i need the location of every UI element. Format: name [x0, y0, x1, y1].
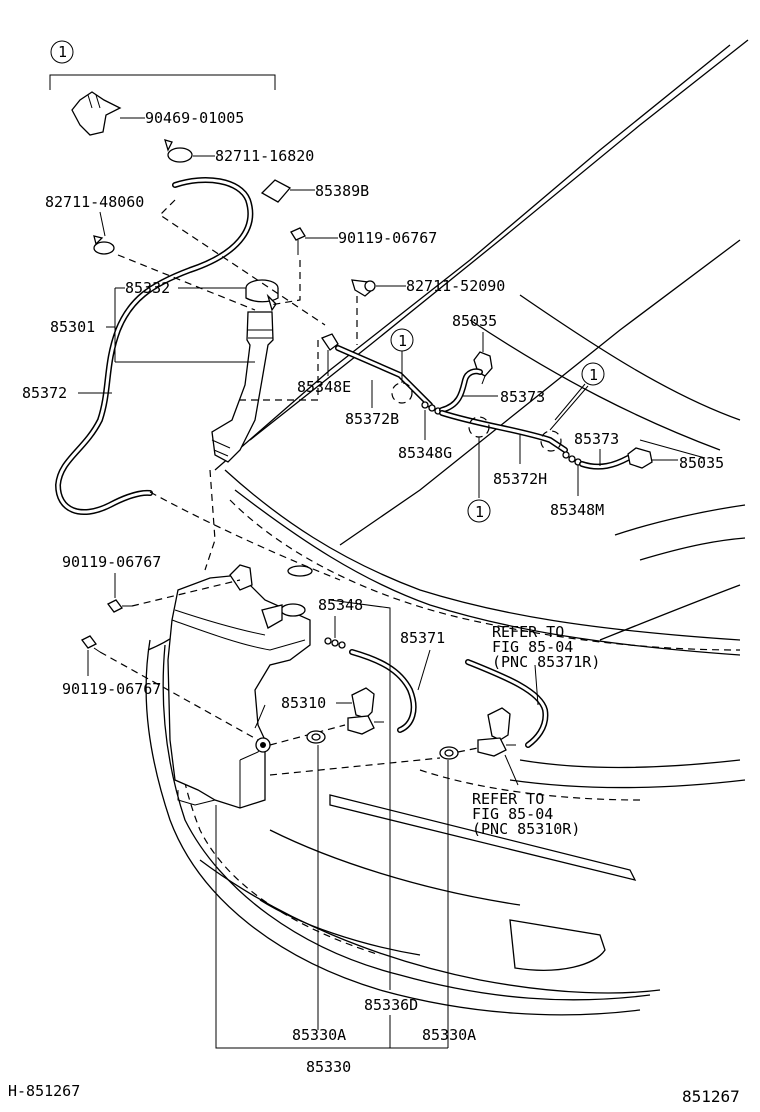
grommet-85330A-right	[439, 746, 459, 760]
refer2-line1: REFER TO	[472, 790, 544, 808]
label-85301: 85301	[50, 318, 95, 336]
callout-marker	[50, 40, 74, 64]
label-85389B: 85389B	[315, 182, 369, 200]
hose-85373-lower	[579, 455, 631, 470]
callout-marker-right	[581, 362, 605, 386]
label-85330: 85330	[306, 1058, 351, 1076]
clip-90469-01005	[71, 91, 122, 136]
callout-circle-m	[540, 430, 562, 452]
label-90119-06767-upper: 90119-06767	[338, 229, 437, 247]
callout-marker-text: 1	[58, 43, 67, 61]
clamp-82711-48060	[93, 235, 115, 255]
clamp-82711-52090	[351, 279, 376, 297]
callout-marker-right-text: 1	[589, 366, 598, 384]
callout-group-1: 1	[49, 40, 276, 90]
callout-marker-lower-text: 1	[475, 503, 484, 521]
label-85348: 85348	[318, 596, 363, 614]
label-85332: 85332	[125, 279, 170, 297]
label-85348E: 85348E	[297, 378, 351, 396]
label-85372: 85372	[22, 384, 67, 402]
label-85035-lower: 85035	[679, 454, 724, 472]
washer-tank	[167, 564, 311, 809]
label-85330A-left: 85330A	[292, 1026, 346, 1044]
label-85310: 85310	[281, 694, 326, 712]
grommet-85330A-left	[306, 730, 326, 744]
label-85330A-right: 85330A	[422, 1026, 476, 1044]
leader-lines-upper	[117, 199, 358, 581]
hose-85372B	[335, 345, 433, 408]
refer2-line2: FIG 85-04	[472, 805, 553, 823]
refer2-line3: (PNC 85310R)	[472, 820, 580, 838]
bolt-90119-06767-lower	[81, 635, 101, 653]
label-85348M: 85348M	[550, 501, 604, 519]
pad-85389B	[260, 179, 292, 203]
label-85348G: 85348G	[398, 444, 452, 462]
label-85373-upper: 85373	[500, 388, 545, 406]
label-85372B: 85372B	[345, 410, 399, 428]
joint-85348M	[562, 451, 582, 466]
pump-85310R	[477, 707, 516, 757]
label-90469-01005: 90469-01005	[145, 109, 244, 127]
grommet-85348	[287, 565, 313, 577]
label-82711-52090: 82711-52090	[406, 277, 505, 295]
hose-85373-upper	[439, 368, 483, 413]
label-85371: 85371	[400, 629, 445, 647]
hose-85372	[54, 177, 254, 516]
assembly-bracket-85330	[215, 745, 449, 1049]
label-82711-16820: 82711-16820	[215, 147, 314, 165]
nozzle-85035-lower	[627, 447, 653, 469]
callout-circle-b	[391, 382, 413, 404]
label-85336D: 85336D	[364, 996, 418, 1014]
label-82711-48060: 82711-48060	[45, 193, 144, 211]
label-85373-lower: 85373	[574, 430, 619, 448]
clamp-82711-16820	[164, 139, 193, 163]
hose-85371R	[465, 659, 549, 748]
refer1-line1: REFER TO	[492, 623, 564, 641]
vehicle-body-outline	[145, 39, 749, 1016]
pump-85310	[347, 687, 384, 735]
refer-note-85310R: REFER TO FIG 85-04 (PNC 85310R)	[472, 790, 580, 838]
bolt-90119-06767-mid	[107, 599, 132, 613]
hose-85371	[349, 649, 417, 733]
callout-marker-mid-text: 1	[398, 332, 407, 350]
refer1-line3: (PNC 85371R)	[492, 653, 600, 671]
label-85035-upper: 85035	[452, 312, 497, 330]
label-90119-06767-lower: 90119-06767	[62, 680, 161, 698]
filler-neck-85301	[211, 311, 274, 463]
refer1-line2: FIG 85-04	[492, 638, 573, 656]
joint-85348	[324, 637, 346, 649]
footer-left-code: H-851267	[8, 1082, 80, 1100]
hose-85372H	[439, 410, 568, 453]
cap-85332	[245, 279, 279, 312]
callout-marker-lower	[467, 499, 491, 523]
joint-85348E	[321, 333, 339, 351]
bolt-90119-06767-upper	[290, 227, 306, 255]
refer-note-85371R: REFER TO FIG 85-04 (PNC 85371R)	[492, 623, 600, 671]
footer-right-code: 851267	[682, 1087, 740, 1106]
label-90119-06767-mid: 90119-06767	[62, 553, 161, 571]
nozzle-85035-upper	[473, 351, 493, 385]
label-85372H: 85372H	[493, 470, 547, 488]
